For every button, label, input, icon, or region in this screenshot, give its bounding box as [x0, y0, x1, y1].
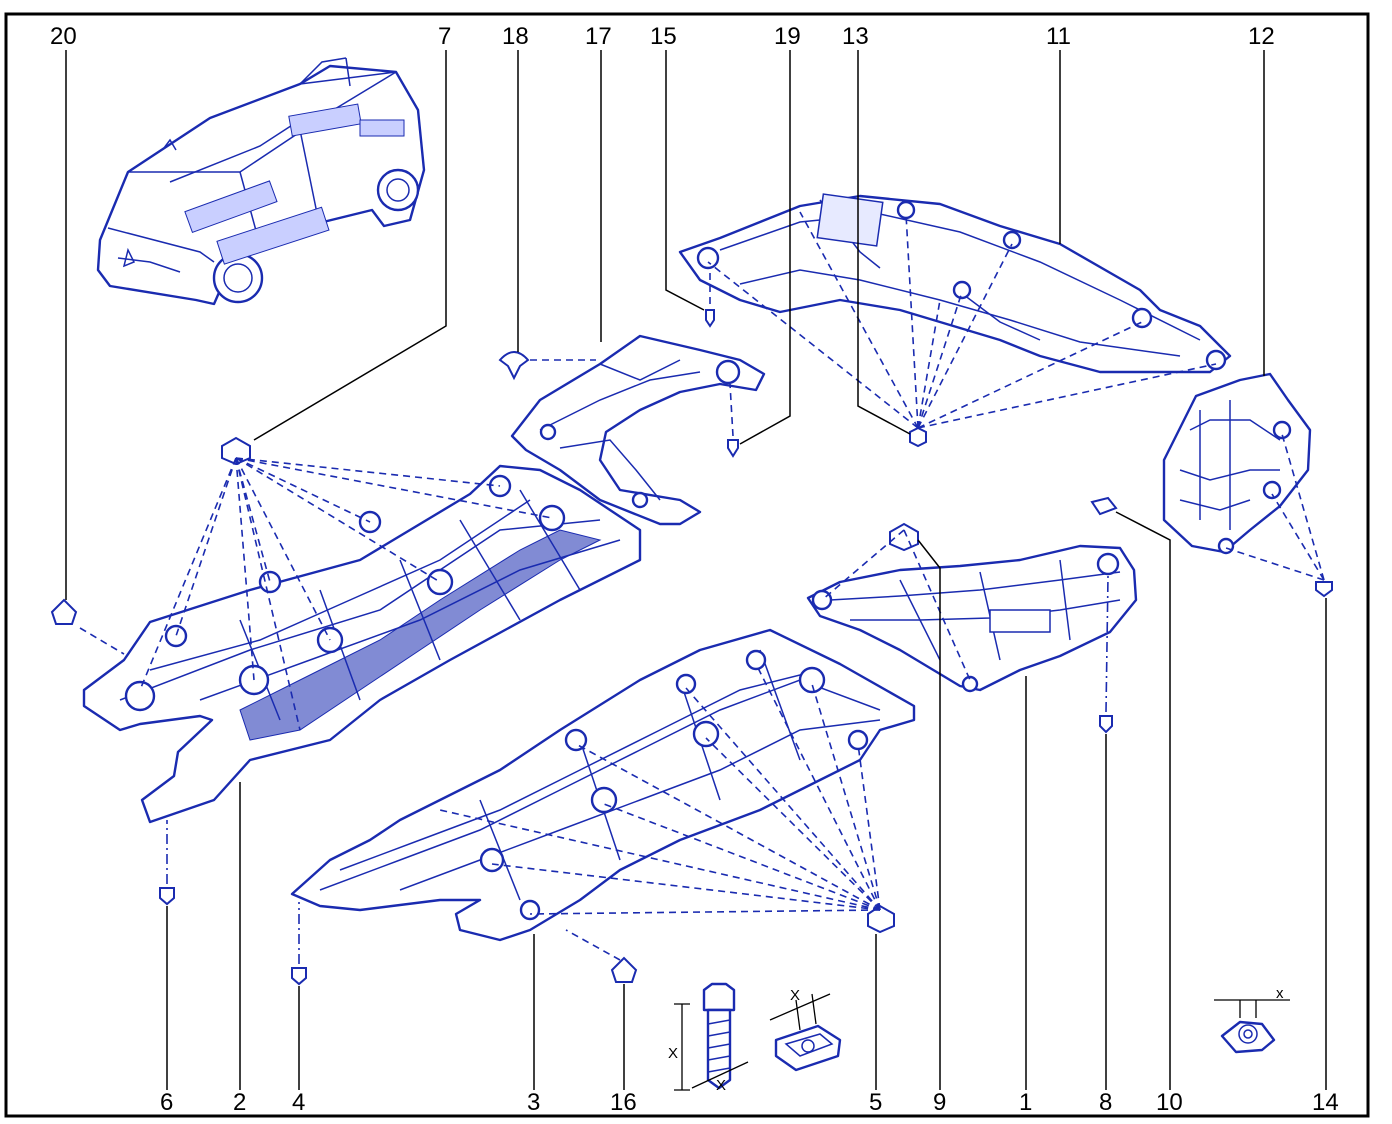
- clip-20-icon: [50, 598, 78, 625]
- centre-underbody-panel: [290, 628, 916, 942]
- leader-lines: [65, 50, 1327, 1090]
- diagram-frame: [4, 12, 1370, 1118]
- vehicle-locator-illustration: [96, 57, 426, 306]
- callout-11: 11: [1046, 23, 1071, 50]
- screw-8-icon: [1099, 715, 1113, 734]
- callout-17: 17: [585, 23, 612, 50]
- bolt-dimension-diagonal-label: X: [716, 1077, 726, 1094]
- nut-9-icon: [889, 522, 919, 552]
- right-front-underbody-panel: [806, 544, 1138, 693]
- nut-7-icon: [221, 436, 251, 466]
- callout-2: 2: [233, 1089, 246, 1116]
- screw-15-icon: [705, 309, 715, 328]
- left-underbody-panel: [82, 464, 642, 824]
- callout-19: 19: [774, 23, 801, 50]
- screw-19-icon: [727, 439, 739, 458]
- callout-15: 15: [650, 23, 677, 50]
- callout-16: 16: [610, 1089, 637, 1116]
- rear-underfloor-panel: [678, 193, 1232, 374]
- callout-13: 13: [842, 23, 869, 50]
- screw-4-icon: [291, 967, 307, 986]
- callout-20: 20: [50, 23, 77, 50]
- clip-10-icon: [1090, 496, 1118, 516]
- bolt-dimension-vertical-label: X: [668, 1045, 678, 1062]
- callout-3: 3: [527, 1089, 540, 1116]
- clip-nut-detail-inset: X: [769, 987, 842, 1072]
- callout-18: 18: [502, 23, 529, 50]
- nut-13-icon: [909, 426, 927, 448]
- washer-nut-detail-inset: x: [1214, 985, 1290, 1054]
- callout-6: 6: [160, 1089, 173, 1116]
- callout-8: 8: [1099, 1089, 1112, 1116]
- screw-6-icon: [159, 887, 175, 906]
- clip-nut-dimension-label: X: [790, 987, 800, 1004]
- screw-14-icon: [1315, 581, 1333, 598]
- callout-9: 9: [933, 1089, 946, 1116]
- front-arch-deflector: [510, 334, 766, 526]
- fasteners: [50, 309, 1333, 986]
- rear-wheel-arch-liner: [1162, 372, 1312, 555]
- callout-10: 10: [1156, 1089, 1183, 1116]
- rivet-18-icon: [498, 351, 530, 381]
- callout-5: 5: [869, 1089, 882, 1116]
- callout-numbers: 20 7 18 17 15 19 13 11 12 6 2 4 3 16 5 9…: [50, 23, 1339, 1116]
- callout-4: 4: [292, 1089, 305, 1116]
- callout-7: 7: [438, 23, 451, 50]
- clip-16-icon: [610, 956, 638, 983]
- callout-1: 1: [1019, 1089, 1032, 1116]
- assembly-lines: [79, 211, 1325, 964]
- washer-nut-dimension-label: x: [1276, 985, 1284, 1002]
- nut-5-icon: [867, 904, 895, 934]
- callout-12: 12: [1248, 23, 1275, 50]
- bolt-detail-inset: X X: [668, 982, 749, 1094]
- callout-14: 14: [1312, 1089, 1339, 1116]
